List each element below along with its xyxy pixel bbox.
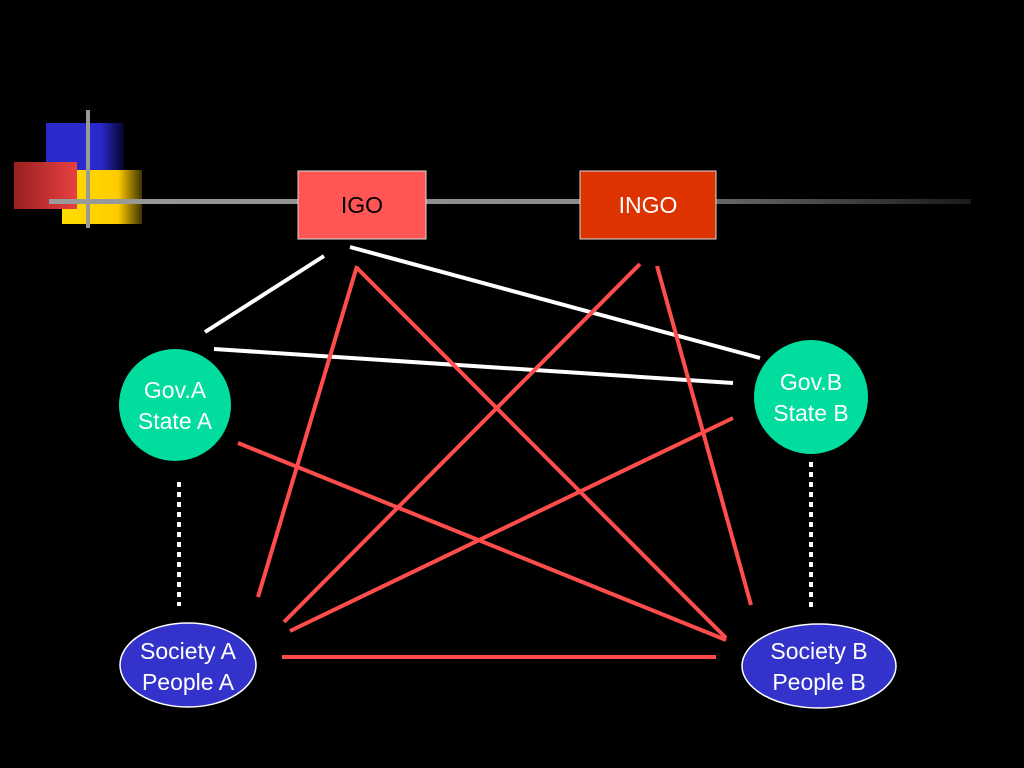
red-links bbox=[237, 262, 753, 659]
decorative-logo bbox=[14, 110, 142, 228]
igo-label: IGO bbox=[341, 192, 383, 218]
dotted-links bbox=[177, 462, 813, 610]
link-igo-society-b bbox=[355, 266, 728, 640]
igo-node: IGO bbox=[297, 170, 427, 240]
gov-a-line2: State A bbox=[138, 408, 213, 434]
link-ingo-society-a bbox=[282, 262, 642, 624]
link-gov-a-society-b bbox=[237, 441, 727, 642]
link-gov-a-gov-b bbox=[213, 347, 734, 385]
society-a-ellipse bbox=[119, 622, 257, 708]
gov-a-node: Gov.A State A bbox=[119, 349, 231, 461]
society-b-line1: Society B bbox=[770, 638, 867, 664]
header-rule bbox=[49, 199, 971, 204]
society-a-node: Society A People A bbox=[119, 622, 257, 708]
society-b-node: Society B People B bbox=[741, 623, 897, 709]
link-igo-gov-a bbox=[203, 254, 326, 334]
link-gov-b-society-a bbox=[289, 416, 734, 633]
society-b-line2: People B bbox=[772, 669, 865, 695]
ingo-node: INGO bbox=[579, 170, 717, 240]
link-igo-gov-b bbox=[349, 245, 761, 360]
ingo-label: INGO bbox=[619, 192, 678, 218]
link-ingo-society-b bbox=[655, 265, 753, 606]
gov-b-line1: Gov.B bbox=[780, 369, 842, 395]
ingo-box bbox=[579, 170, 717, 240]
gov-b-line2: State B bbox=[773, 400, 848, 426]
gov-a-circle bbox=[119, 349, 231, 461]
link-igo-society-a bbox=[256, 265, 359, 598]
gov-b-node: Gov.B State B bbox=[754, 340, 868, 454]
society-a-line2: People A bbox=[142, 669, 235, 695]
gov-a-line1: Gov.A bbox=[144, 377, 207, 403]
white-links bbox=[203, 245, 761, 385]
gov-b-circle bbox=[754, 340, 868, 454]
igo-box bbox=[297, 170, 427, 240]
society-b-ellipse bbox=[741, 623, 897, 709]
society-a-line1: Society A bbox=[140, 638, 237, 664]
